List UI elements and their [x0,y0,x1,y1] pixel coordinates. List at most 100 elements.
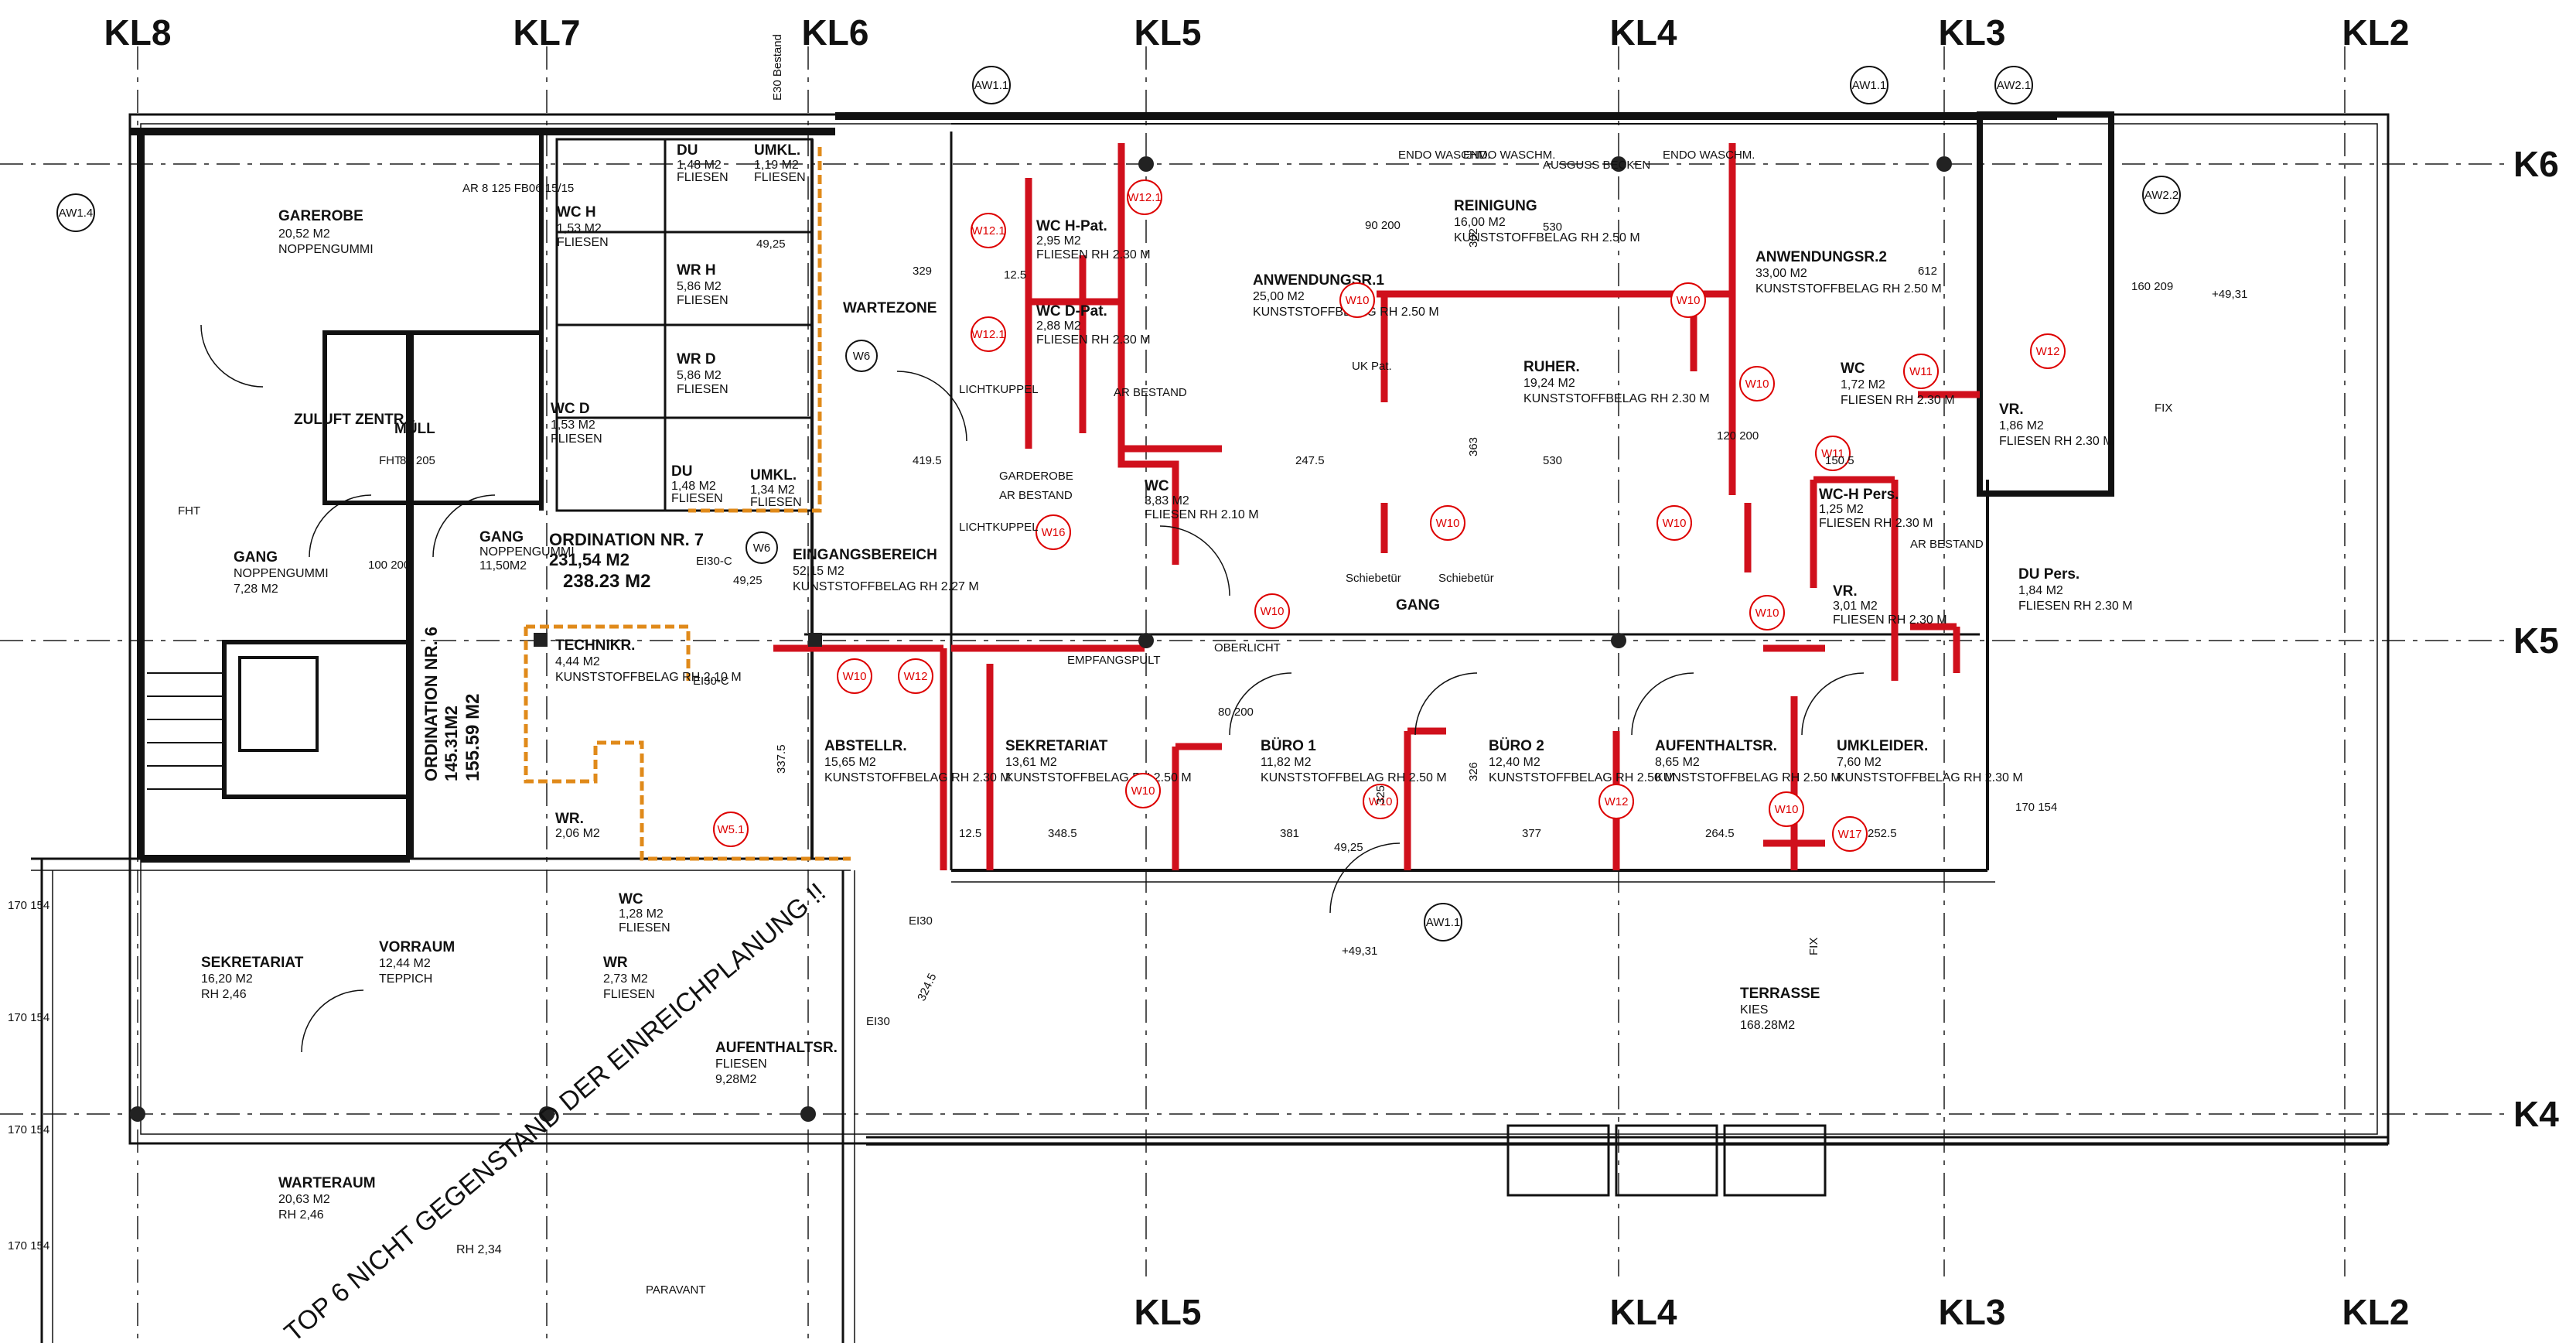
svg-text:155.59 M2: 155.59 M2 [462,694,483,781]
tag-w10: W10 [1769,791,1804,827]
svg-text:DU: DU [677,142,698,159]
svg-text:145.31M2: 145.31M2 [442,706,461,781]
dimension: 337.5 [775,744,788,774]
svg-text:168.28M2: 168.28M2 [1740,1019,1795,1032]
svg-text:KUNSTSTOFFBELAG RH 2.30 M: KUNSTSTOFFBELAG RH 2.30 M [1837,771,2023,784]
svg-text:1,34 M2: 1,34 M2 [750,484,795,497]
svg-text:BÜRO 2: BÜRO 2 [1489,738,1544,754]
tag-w11: W11 [1815,436,1851,471]
svg-text:ZULUFT ZENTR.: ZULUFT ZENTR. [294,412,408,428]
door-swings [200,324,1865,1053]
tag-w12-1: W12.1 [1127,179,1162,215]
svg-text:SEKRETARIAT: SEKRETARIAT [201,955,304,971]
svg-text:1,25 M2: 1,25 M2 [1819,503,1864,516]
svg-text:7,60 M2: 7,60 M2 [1837,756,1882,769]
svg-text:WARTEZONE: WARTEZONE [843,300,937,316]
axis-label-top: KL8 [104,12,172,53]
note: EI30 [866,1015,890,1028]
dimension: 377 [1522,827,1541,840]
svg-text:4,44 M2: 4,44 M2 [555,655,600,668]
tag-w10: W10 [1656,505,1692,541]
svg-text:12,44 M2: 12,44 M2 [379,957,431,970]
svg-text:25,00 M2: 25,00 M2 [1253,290,1305,303]
room: RH 2,34 [456,1243,502,1256]
svg-text:FLIESEN: FLIESEN [557,236,609,249]
note: FHT [178,504,200,518]
tag-aw1-1: AW1.1 [972,66,1011,104]
grid-axes [0,46,2506,1343]
svg-text:DU Pers.: DU Pers. [2018,566,2080,583]
svg-text:KUNSTSTOFFBELAG RH 2.10 M: KUNSTSTOFFBELAG RH 2.10 M [555,671,742,684]
svg-text:FLIESEN: FLIESEN [677,171,728,184]
svg-text:RH 2,46: RH 2,46 [278,1208,324,1222]
svg-text:W10: W10 [1755,607,1779,620]
note: LICHTKUPPEL [959,383,1039,396]
svg-text:FLIESEN: FLIESEN [603,988,655,1001]
room: UMKLEIDER. 7,60 M2 KUNSTSTOFFBELAG RH 2.30… [1837,738,2023,784]
level-mark: +49,31 [1342,945,1377,958]
svg-text:12,40 M2: 12,40 M2 [1489,756,1540,769]
svg-text:VR.: VR. [1833,583,1858,600]
svg-text:FLIESEN: FLIESEN [671,492,723,505]
level-mark: 49,25 [733,574,763,587]
dimensions: 329 419.5 247.5 530 530 150.5 612 302 36… [8,219,2173,1252]
tag-w12: W12 [898,658,933,694]
svg-text:KUNSTSTOFFBELAG RH 2.30 M: KUNSTSTOFFBELAG RH 2.30 M [1523,392,1710,405]
note: AR 8 125 FB06 15/15 [462,182,574,195]
svg-text:KUNSTSTOFFBELAG RH 2.50 M: KUNSTSTOFFBELAG RH 2.50 M [1454,231,1640,244]
svg-text:ABSTELLR.: ABSTELLR. [824,738,907,754]
svg-text:FLIESEN RH 2.30 M: FLIESEN RH 2.30 M [1819,517,1933,530]
tag-w10: W10 [1254,593,1290,629]
svg-text:WC D: WC D [551,401,590,417]
note: Schiebetür [1346,572,1401,585]
level-mark: 49,25 [1334,841,1363,854]
svg-text:FLIESEN RH 2.30 M: FLIESEN RH 2.30 M [1036,248,1151,261]
tag-w10: W10 [1363,784,1398,819]
room: GANG [1396,597,1440,613]
svg-text:GANG: GANG [1396,597,1440,613]
note: EMPFANGSPULT [1067,654,1161,667]
interior-walls [222,132,1980,870]
svg-text:11,50M2: 11,50M2 [479,559,527,572]
svg-text:W10: W10 [843,670,867,683]
svg-text:AW1.1: AW1.1 [974,79,1008,92]
svg-text:W10: W10 [1346,294,1370,307]
svg-text:NOPPENGUMMI: NOPPENGUMMI [234,567,329,580]
svg-text:UMKLEIDER.: UMKLEIDER. [1837,738,1928,754]
svg-text:1,72 M2: 1,72 M2 [1841,378,1885,391]
svg-text:KUNSTSTOFFBELAG RH 2.50 M: KUNSTSTOFFBELAG RH 2.50 M [1261,771,1447,784]
svg-text:W10: W10 [1663,517,1687,530]
svg-text:W11: W11 [1821,447,1844,460]
tag-aw1-1: AW1.1 [1424,903,1462,941]
tag-w10: W10 [1670,282,1706,318]
axis-label-top: KL2 [2342,12,2410,53]
svg-text:16,20 M2: 16,20 M2 [201,972,253,986]
svg-text:52,15 M2: 52,15 M2 [793,565,844,578]
svg-text:FLIESEN: FLIESEN [677,294,728,307]
tag-w10: W10 [1339,282,1375,318]
svg-text:BÜRO 1: BÜRO 1 [1261,738,1316,754]
svg-text:2,73 M2: 2,73 M2 [603,972,648,986]
svg-text:7,28 M2: 7,28 M2 [234,583,278,596]
svg-text:SEKRETARIAT: SEKRETARIAT [1005,738,1108,754]
svg-text:1,19 M2: 1,19 M2 [754,159,799,172]
svg-text:NOPPENGUMMI: NOPPENGUMMI [278,243,374,256]
tag-w10: W10 [1749,595,1785,630]
staircase [147,641,411,798]
terrace-planters [1506,1124,1827,1197]
svg-text:2,06 M2: 2,06 M2 [555,827,600,840]
svg-text:9,28M2: 9,28M2 [715,1073,756,1086]
exterior-walls [31,111,2390,1343]
dimension: 170 154 [8,1123,49,1136]
